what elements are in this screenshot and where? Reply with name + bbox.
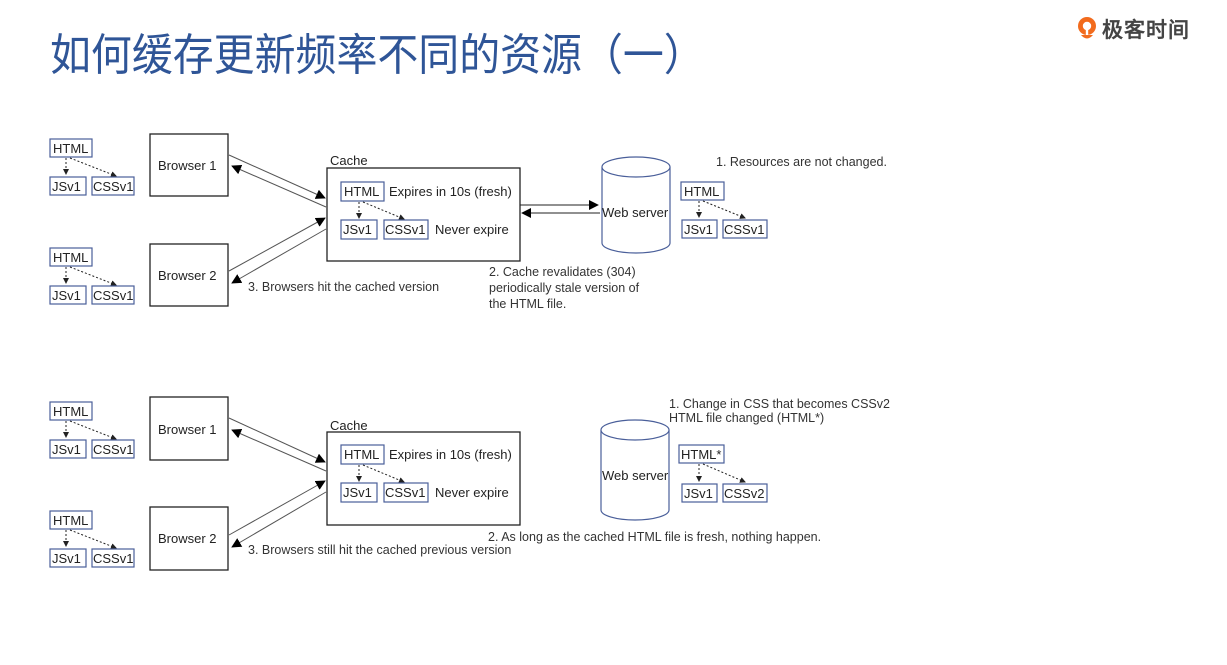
- server-html-node: [678, 444, 725, 464]
- html-node: [49, 247, 93, 267]
- cache-to-browser1-arrow: [231, 429, 327, 472]
- css-node: [91, 548, 135, 568]
- browser2-to-cache-arrow: [228, 480, 326, 536]
- css-node: [91, 439, 135, 459]
- html-label: HTML: [53, 404, 88, 419]
- html-node: [49, 401, 93, 421]
- cache-html-label: HTML: [344, 184, 379, 199]
- web-server-database-icon: [601, 156, 671, 254]
- js-node: [49, 285, 87, 305]
- web-server-label: Web server: [602, 468, 669, 483]
- step1-note-line1: 1. Change in CSS that becomes CSSv2: [669, 397, 890, 411]
- client2-resources: HTML JSv1 CSSv1: [49, 247, 135, 305]
- server-css-label: CSSv2: [724, 486, 764, 501]
- slide-title: 如何缓存更新频率不同的资源（一）: [50, 30, 705, 81]
- step2-note-line1: 2. Cache revalidates (304): [489, 265, 636, 279]
- browser1-to-cache-arrow: [228, 417, 326, 463]
- browser1-to-cache-arrow: [228, 154, 326, 199]
- server-html-label: HTML: [684, 184, 719, 199]
- cache-html-note: Expires in 10s (fresh): [389, 447, 512, 462]
- diagram-css-changed: HTML JSv1 CSSv1 Browser 1 HTML JSv1 CSSv…: [49, 396, 890, 571]
- js-node: [49, 548, 87, 568]
- browser-1-label: Browser 1: [158, 422, 217, 437]
- server-html-node: [680, 181, 725, 201]
- cache-html-node: [340, 181, 385, 202]
- cache-js-node: [340, 482, 378, 503]
- css-label: CSSv1: [93, 551, 133, 566]
- cache-css-node: [383, 482, 429, 503]
- server-js-node: [681, 483, 718, 503]
- cache-js-label: JSv1: [343, 222, 372, 237]
- css-node: [91, 285, 135, 305]
- browser-1-box: [149, 396, 229, 461]
- cache-to-browser2-arrow: [231, 491, 327, 548]
- browser-1-box: [149, 133, 229, 197]
- server-html-label: HTML*: [681, 447, 721, 462]
- step1-note-line2: HTML file changed (HTML*): [669, 411, 824, 425]
- cache-js-label: JSv1: [343, 485, 372, 500]
- cache-label: Cache: [330, 418, 368, 433]
- css-label: CSSv1: [93, 288, 133, 303]
- step2-note-line2: periodically stale version of: [489, 281, 640, 295]
- html-label: HTML: [53, 250, 88, 265]
- step2-note-line3: the HTML file.: [489, 297, 566, 311]
- js-label: JSv1: [52, 551, 81, 566]
- web-server-database-icon: [600, 419, 670, 521]
- cache-assets-note: Never expire: [435, 485, 509, 500]
- browser2-to-cache-arrow: [228, 217, 326, 272]
- server-js-label: JSv1: [684, 486, 713, 501]
- css-label: CSSv1: [93, 179, 133, 194]
- js-label: JSv1: [52, 442, 81, 457]
- web-server-label: Web server: [602, 205, 669, 220]
- js-label: JSv1: [52, 288, 81, 303]
- cache-to-browser2-arrow: [231, 228, 327, 284]
- cache-css-label: CSSv1: [385, 485, 425, 500]
- html-label: HTML: [53, 513, 88, 528]
- diagram-unchanged: HTML JSv1 CSSv1 Browser 1 HTML JSv1 CSSv…: [49, 133, 887, 311]
- cache-assets-note: Never expire: [435, 222, 509, 237]
- cache-html-label: HTML: [344, 447, 379, 462]
- css-label: CSSv1: [93, 442, 133, 457]
- logo-text: 极客时间: [1102, 18, 1190, 42]
- cache-to-browser1-arrow: [231, 165, 327, 208]
- cache-css-node: [383, 219, 429, 240]
- js-label: JSv1: [52, 179, 81, 194]
- client2-resources: HTML JSv1 CSSv1: [49, 510, 135, 568]
- brand-logo: 极客时间: [1076, 14, 1190, 44]
- html-label: HTML: [53, 141, 88, 156]
- server-js-label: JSv1: [684, 222, 713, 237]
- browser-2-box: [149, 506, 229, 571]
- browser-2-label: Browser 2: [158, 268, 217, 283]
- cache-css-label: CSSv1: [385, 222, 425, 237]
- cache-html-node: [340, 444, 385, 465]
- css-node: [91, 176, 135, 196]
- js-node: [49, 439, 87, 459]
- geektime-logo-icon: [1076, 16, 1098, 42]
- browser-2-box: [149, 243, 229, 307]
- cache-js-node: [340, 219, 378, 240]
- step2-note: 2. As long as the cached HTML file is fr…: [488, 530, 821, 544]
- js-node: [49, 176, 87, 196]
- server-css-node: [722, 483, 768, 503]
- step1-note: 1. Resources are not changed.: [716, 155, 887, 169]
- html-node: [49, 138, 93, 158]
- cache-label: Cache: [330, 153, 368, 168]
- server-js-node: [681, 219, 718, 239]
- client1-resources: HTML JSv1 CSSv1: [49, 401, 135, 459]
- server-css-node: [722, 219, 768, 239]
- browser-1-label: Browser 1: [158, 158, 217, 173]
- server-css-label: CSSv1: [724, 222, 764, 237]
- step3-note: 3. Browsers still hit the cached previou…: [248, 543, 511, 557]
- cache-html-note: Expires in 10s (fresh): [389, 184, 512, 199]
- browser-2-label: Browser 2: [158, 531, 217, 546]
- html-node: [49, 510, 93, 530]
- step3-note: 3. Browsers hit the cached version: [248, 280, 439, 294]
- client1-resources: HTML JSv1 CSSv1: [49, 138, 135, 196]
